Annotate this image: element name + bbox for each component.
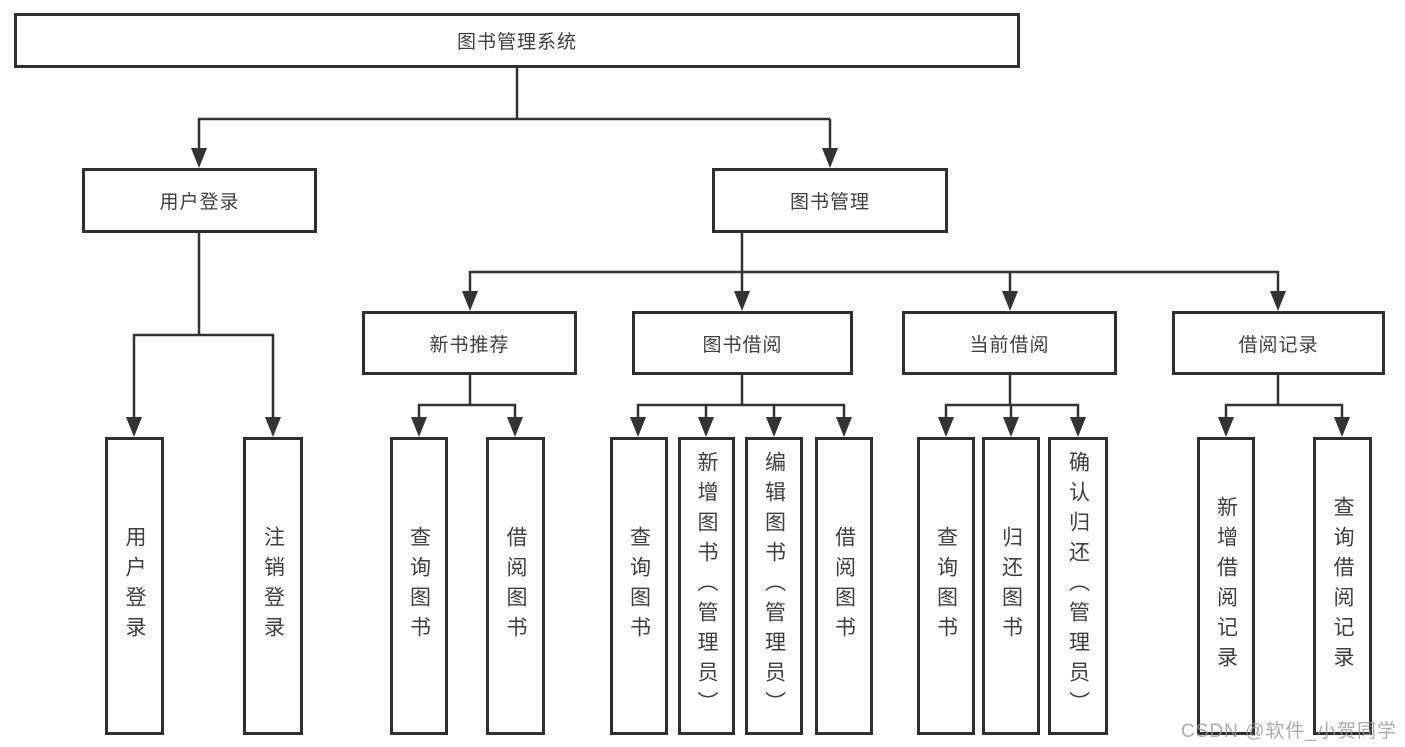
node-label: 图书管理系统	[456, 32, 577, 53]
node-label: 查询图书	[407, 526, 431, 646]
arrowhead	[411, 417, 427, 437]
arrowhead	[766, 417, 782, 437]
node-label: 新增图书（管理员）	[695, 451, 718, 721]
arrowhead	[265, 417, 281, 437]
node-label: 当前借阅	[969, 334, 1050, 356]
node-label: 查询借阅记录	[1331, 496, 1354, 676]
arrowhead	[507, 417, 523, 437]
leaf-logout-login: 注销登录	[243, 437, 303, 735]
arrowhead	[1334, 417, 1350, 437]
leaf-query-books-1: 查询图书	[390, 437, 448, 735]
leaf-confirm-return-admin: 确认归还（管理员）	[1048, 437, 1108, 735]
arrowhead	[836, 417, 852, 437]
node-label: 查询图书	[627, 526, 651, 646]
leaf-user-login: 用户登录	[105, 437, 164, 735]
leaf-query-books-2: 查询图书	[610, 437, 668, 735]
arrowhead	[1003, 417, 1019, 437]
node-label: 归还图书	[999, 526, 1023, 646]
arrowhead	[1270, 291, 1286, 311]
arrowhead	[1070, 417, 1086, 437]
arrowhead	[822, 148, 838, 168]
node-label: 编辑图书（管理员）	[762, 451, 786, 721]
edge-root-to-level2	[197, 68, 832, 150]
arrowhead	[938, 417, 954, 437]
arrowhead	[462, 291, 478, 311]
edge-currentborrow-to-leaves	[944, 375, 1080, 419]
edge-bookmgmt-to-level3	[468, 233, 1280, 293]
node-label: 图书管理	[789, 192, 870, 213]
node-book-borrow: 图书借阅	[632, 311, 853, 375]
edge-bookborrow-to-leaves	[636, 375, 846, 419]
node-label: 用户登录	[123, 526, 146, 646]
leaf-add-book-admin: 新增图书（管理员）	[678, 437, 735, 735]
node-label: 新增借阅记录	[1214, 496, 1238, 676]
node-label: 借阅图书	[504, 526, 527, 646]
arrowhead	[630, 417, 646, 437]
node-new-book-recommend: 新书推荐	[362, 311, 577, 375]
csdn-watermark: CSDN @软件_小贺同学	[1181, 721, 1397, 742]
node-root-library-management-system: 图书管理系统	[14, 13, 1020, 68]
arrowhead	[126, 417, 142, 437]
node-book-management: 图书管理	[712, 168, 948, 233]
node-label: 借阅记录	[1238, 334, 1319, 356]
node-label: 图书借阅	[702, 334, 783, 356]
leaf-borrow-books-1: 借阅图书	[486, 437, 545, 735]
node-current-borrow: 当前借阅	[902, 311, 1117, 375]
leaf-query-borrow-record: 查询借阅记录	[1313, 437, 1372, 735]
arrowhead	[1218, 417, 1234, 437]
leaf-borrow-books-2: 借阅图书	[815, 437, 873, 735]
node-user-login: 用户登录	[82, 168, 317, 233]
leaf-edit-book-admin: 编辑图书（管理员）	[745, 437, 803, 735]
node-label: 查询图书	[934, 526, 958, 646]
arrowhead	[1002, 291, 1018, 311]
leaf-query-books-3: 查询图书	[917, 437, 975, 735]
edge-borrowrecords-to-leaves	[1224, 375, 1344, 419]
node-label: 用户登录	[159, 192, 240, 213]
leaf-return-book: 归还图书	[982, 437, 1040, 735]
node-label: 借阅图书	[832, 526, 856, 646]
arrowhead	[698, 417, 714, 437]
node-label: 确认归还（管理员）	[1066, 451, 1090, 721]
edge-newbookrec-to-leaves	[417, 375, 517, 419]
node-label: 注销登录	[261, 526, 285, 646]
arrowhead	[191, 148, 207, 168]
edge-userlogin-to-leaves	[132, 233, 275, 419]
leaf-add-borrow-record: 新增借阅记录	[1197, 437, 1255, 735]
node-borrow-records: 借阅记录	[1172, 311, 1385, 375]
node-label: 新书推荐	[429, 334, 510, 356]
arrowhead	[734, 291, 750, 311]
